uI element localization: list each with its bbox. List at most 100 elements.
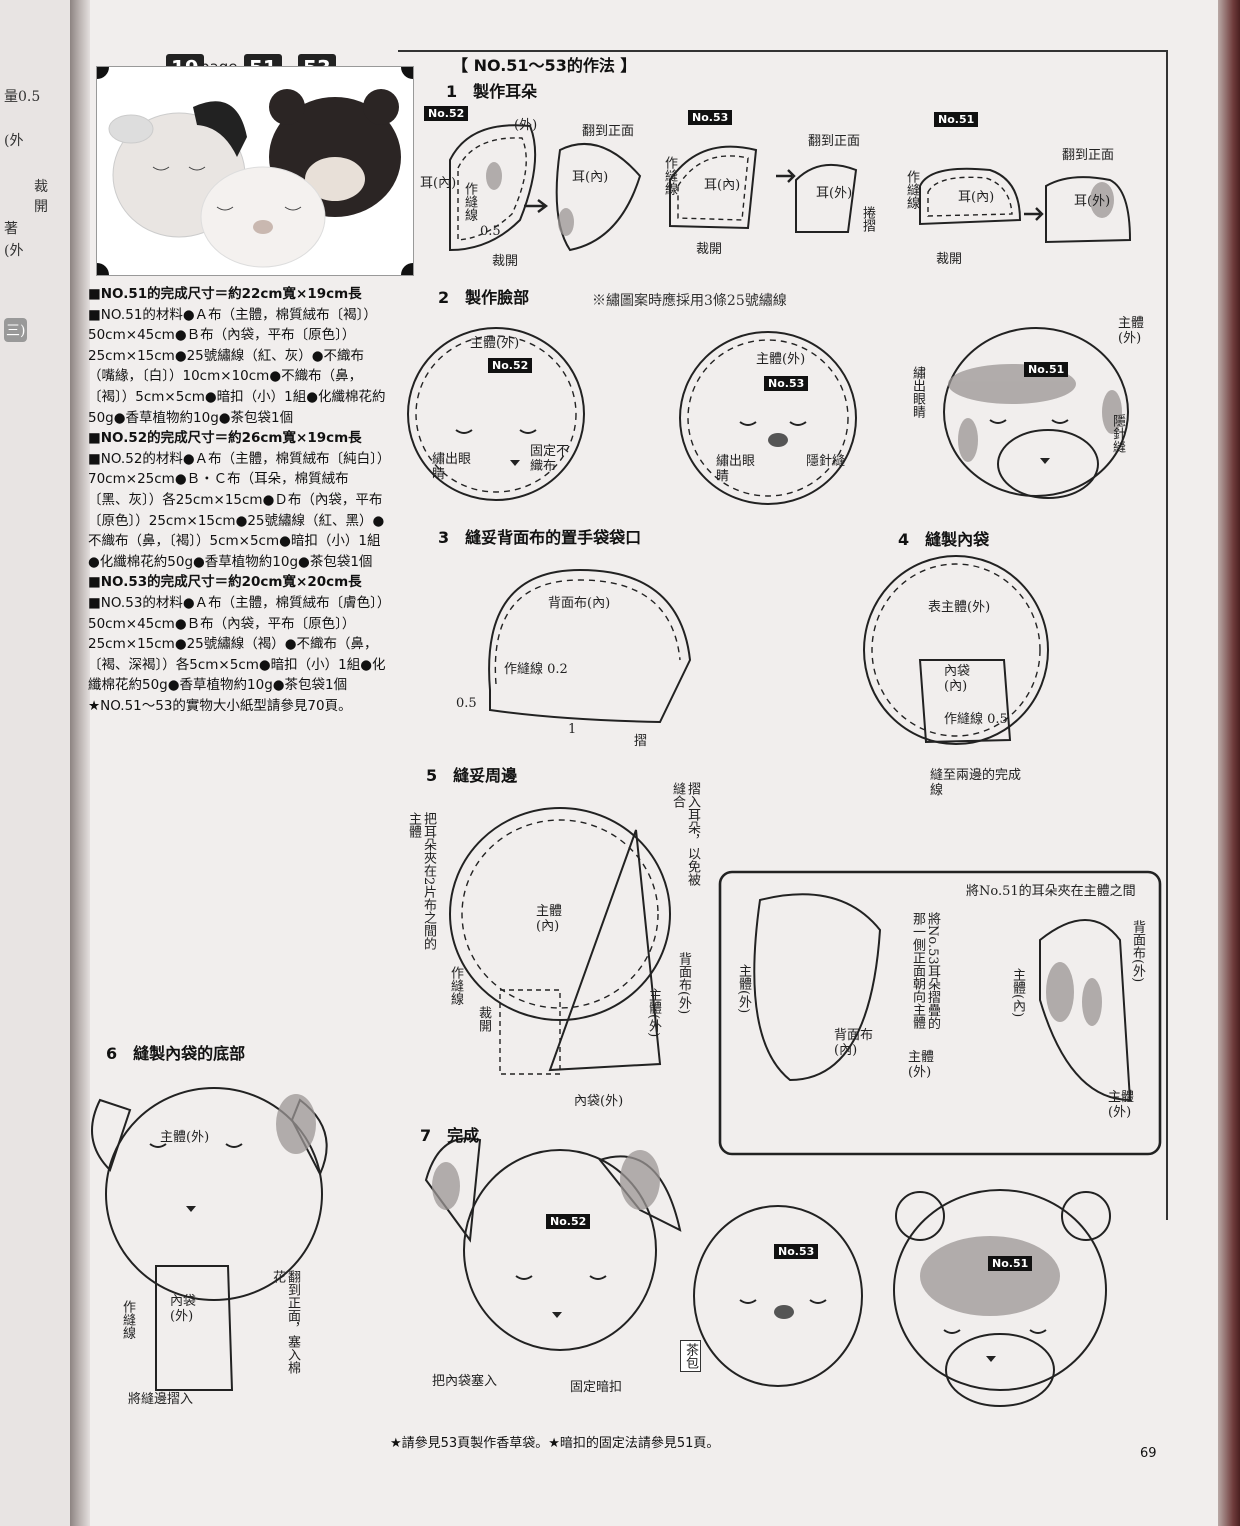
- spec-line: ■NO.51的材料●Ａ布（主體，棉質絨布〔褐〕）50cm×45cm●Ｂ布（內袋，…: [88, 306, 386, 426]
- annot-ear-in: 耳(內): [572, 170, 609, 185]
- annot-embroider-eyes: 繡出眼睛: [716, 454, 756, 484]
- annot-main-out: 主體(外): [736, 964, 751, 1014]
- annot-outer-body: 表主體(外): [928, 600, 991, 615]
- annot-main-in: 主體(內): [536, 904, 563, 934]
- annot-main-out: 主體(外): [160, 1130, 210, 1145]
- annot-body-out: 主體(外): [1108, 1090, 1135, 1120]
- annot-body-in: 主體(內): [1010, 968, 1025, 1018]
- annot-hidden-stitch: 隱針縫: [1110, 414, 1125, 453]
- annot-sew-02: 作縫線 0.2: [504, 662, 568, 677]
- annot-main-out2: 主體(外): [646, 988, 661, 1038]
- label-no51: No.51: [1024, 362, 1069, 377]
- annot-cut-open: 裁開: [492, 254, 519, 269]
- annot-turn-right: 翻到正面: [1062, 148, 1115, 163]
- step-1-title: 1 製作耳朵: [446, 82, 538, 101]
- spec-line: ■NO.53的完成尺寸＝約20cm寬×20cm長: [88, 574, 362, 591]
- annot-cut-open: 裁開: [476, 1006, 491, 1032]
- annot-put-in: 把內袋塞入: [432, 1374, 498, 1389]
- step-6-title: 6 縫製內袋的底部: [106, 1044, 246, 1063]
- annot-sew-05: 作縫線 0.5: [944, 712, 1008, 727]
- annot-ear-out: 耳(外): [1074, 194, 1111, 209]
- spec-line: ■NO.51的完成尺寸＝約22cm寬×19cm長: [88, 286, 362, 302]
- left-page-edge: 量0.5 (外 裁 開 著 (外 三): [0, 0, 78, 1526]
- spec-line: ■NO.52的材料●Ａ布（主體，棉質絨布〔純白〕）70cm×25cm●Ｂ・Ｃ布（…: [88, 450, 385, 570]
- materials-list: ■NO.51的完成尺寸＝約22cm寬×19cm長 ■NO.51的材料●Ａ布（主體…: [88, 284, 388, 716]
- page-number: 69: [1140, 1446, 1157, 1461]
- label-no52: No.52: [488, 358, 533, 373]
- label-no51: No.51: [934, 112, 979, 127]
- label-no51: No.51: [988, 1256, 1033, 1271]
- annot-note-53: 將No.53耳朵摺疊的那一側正面朝向主體: [910, 912, 940, 1030]
- annot-sew-line: 作縫線: [462, 182, 477, 221]
- left-fragment: 量0.5: [4, 89, 41, 105]
- annot-main-out: 主體(外): [756, 352, 806, 367]
- annot-05: 0.5: [456, 696, 477, 711]
- annot-fold-ears: 摺入耳朵，以免被縫合: [670, 782, 700, 886]
- plush-illustration: [97, 67, 413, 275]
- annot-back-out: 背面布(外): [676, 952, 691, 1015]
- book-gutter: [70, 0, 92, 1526]
- step-7-title: 7 完成: [420, 1126, 480, 1145]
- annot-turn-stuff: 翻到正面，塞入棉花: [270, 1270, 300, 1374]
- annot-back-out2: 背面布(外): [1130, 920, 1145, 983]
- annot-sew-line: 作縫線: [448, 966, 463, 1005]
- label-no53: No.53: [688, 110, 733, 125]
- annot-ear-in: 耳(內): [958, 190, 995, 205]
- left-fragment: (外: [4, 243, 24, 259]
- annot-main-out: 主體(外): [470, 336, 520, 351]
- annot-fix-felt: 固定不織布: [530, 444, 570, 474]
- annot-back-in: 背面布(內): [548, 596, 611, 611]
- annot-sew-line: 作縫線: [120, 1300, 135, 1339]
- annot-sew-to-both: 縫至兩邊的完成線: [930, 768, 1022, 798]
- annot-fold: 摺: [634, 734, 648, 749]
- annot-sew-05: 0.5: [480, 224, 501, 239]
- annot-inner-out: 內袋(外): [574, 1094, 624, 1109]
- annot-note-51: 將No.51的耳朵夾在主體之間: [966, 884, 1136, 899]
- spec-line: ■NO.53的材料●Ａ布（主體，棉質絨布〔膚色〕）50cm×45cm●Ｂ布（內袋…: [88, 594, 386, 694]
- annot-fix-snap: 固定暗扣: [570, 1380, 623, 1395]
- annot-turn-right: 翻到正面: [808, 134, 861, 149]
- annot-main-out: 主體(外): [908, 1050, 935, 1080]
- left-fragment: 裁: [34, 179, 48, 195]
- annot-inner-bag: 內袋(內): [944, 664, 971, 694]
- label-no52: No.52: [546, 1214, 591, 1229]
- footer-note: ★請參見53頁製作香草袋。★暗扣的固定法請參見51頁。: [390, 1436, 720, 1451]
- annot-two-ears: 把耳朵夾在2片布之間的主體: [406, 812, 436, 951]
- annot-outer: (外): [514, 118, 538, 133]
- product-photo: [96, 66, 414, 276]
- spec-line: ★NO.51～53的實物大小紙型請參見70頁。: [88, 697, 352, 714]
- annot-main-out: 主體(外): [1118, 316, 1145, 346]
- annot-roll-fold: 捲摺: [860, 206, 875, 232]
- left-fragment: 著: [4, 221, 18, 237]
- label-no53: No.53: [774, 1244, 819, 1259]
- step-3-title: 3 縫妥背面布的置手袋袋口: [438, 528, 642, 547]
- embroidery-note: ※繡圖案時應採用3條25號繡線: [592, 293, 787, 309]
- annot-embroider-eyes: 繡出眼睛: [432, 452, 472, 482]
- annot-ear-out: 耳(外): [816, 186, 853, 201]
- annot-1: 1: [568, 722, 577, 737]
- annot-cut-open: 裁開: [936, 252, 963, 267]
- annot-ear-in: 耳(內): [704, 178, 741, 193]
- annot-hidden-stitch: 隱針縫: [806, 454, 846, 469]
- step-4-title: 4 縫製內袋: [898, 530, 990, 549]
- instructions-heading: 【 NO.51～53的作法 】: [452, 56, 637, 75]
- annot-turn-right: 翻到正面: [582, 124, 635, 139]
- annot-embroider-eyes: 繡出眼睛: [910, 366, 925, 418]
- annot-inner-out: 內袋(外): [170, 1294, 197, 1324]
- left-tab: 三): [4, 318, 28, 342]
- annot-sew-line: 作縫線: [904, 170, 919, 209]
- annot-sew-line: 作縫線: [662, 156, 677, 195]
- label-no53: No.53: [764, 376, 809, 391]
- annot-back-in: 背面布(內): [834, 1028, 874, 1058]
- book-edge: [1218, 0, 1240, 1526]
- left-fragment: (外: [4, 133, 24, 149]
- step-2-title: 2 製作臉部: [438, 288, 530, 307]
- label-no52: No.52: [424, 106, 469, 121]
- instructions-frame: [398, 50, 1168, 1220]
- spec-line: ■NO.52的完成尺寸＝約26cm寬×19cm長: [88, 430, 362, 447]
- step-5-title: 5 縫妥周邊: [426, 766, 518, 785]
- annot-tea-bag: 茶包: [680, 1340, 701, 1372]
- annot-fold-seam: 將縫邊摺入: [128, 1392, 194, 1407]
